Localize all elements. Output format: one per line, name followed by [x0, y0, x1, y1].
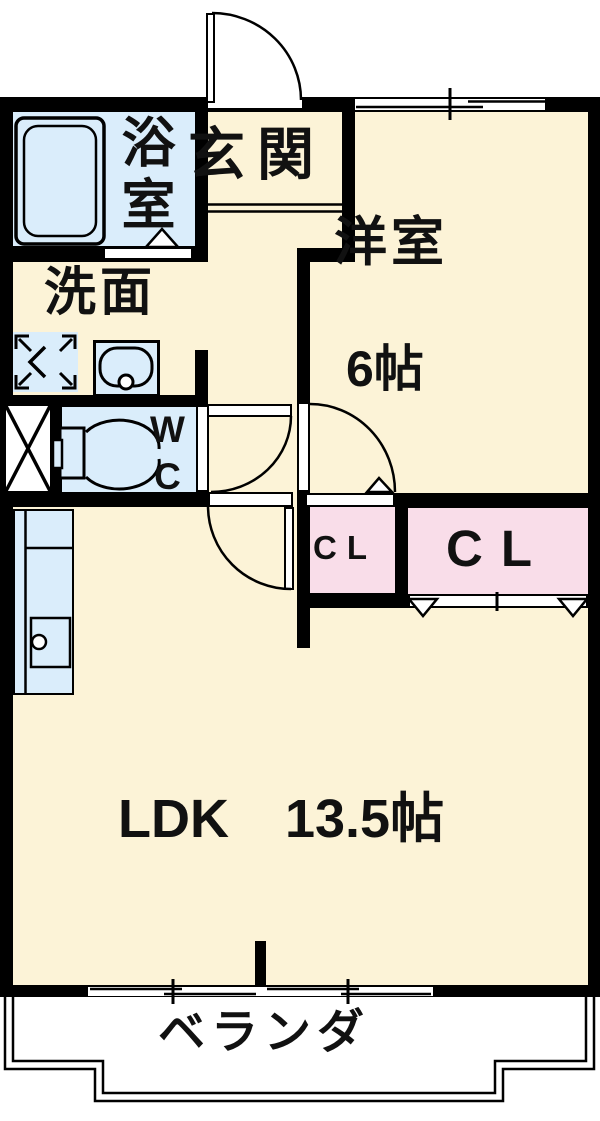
- wall-closet-left-bottom: [297, 593, 408, 608]
- bathroom-label: 浴室: [113, 114, 173, 238]
- closet-left-floor: [305, 507, 395, 594]
- wc-door-opening: [196, 405, 209, 492]
- veranda-label: ベランダ: [158, 1005, 370, 1058]
- wall-jog: [297, 248, 355, 262]
- western-room-size-label: 6帖: [346, 341, 424, 397]
- closet-right-folding-door: [408, 594, 588, 608]
- ldk-label-row: LDK 13.5帖: [118, 792, 444, 846]
- closet-left-label: CL: [313, 529, 377, 566]
- closet-right-label: CL: [446, 520, 550, 577]
- wall-window-stub: [255, 941, 266, 991]
- wall-hall-stub: [195, 350, 208, 407]
- entrance-door-arc: [211, 11, 303, 101]
- wall-entrance-right: [342, 112, 355, 262]
- wall-hall-ldk: [0, 492, 208, 507]
- wall-hall-west-lower: [297, 492, 310, 648]
- ldk-door-opening: [208, 492, 293, 507]
- entrance-opening: [208, 97, 302, 110]
- closet-right-floor: [408, 508, 588, 595]
- kitchen-counter: [13, 509, 74, 695]
- ldk-windows-band: [88, 987, 433, 996]
- entrance-door-leaf: [206, 13, 215, 103]
- wall-left: [0, 97, 13, 997]
- western-room-label: 洋室: [334, 213, 448, 272]
- western-room-door-leaf: [297, 402, 310, 492]
- wall-closet-divider: [395, 493, 408, 608]
- ldk-door-leaf: [284, 507, 294, 590]
- ldk-size-label: 13.5帖: [284, 789, 445, 849]
- entrance-label: 玄関: [188, 123, 326, 187]
- bathroom-door: [103, 247, 193, 260]
- washbasin-unit: [93, 340, 160, 397]
- washroom-label: 洗面: [44, 264, 157, 322]
- ldk-label: LDK: [118, 789, 229, 849]
- toilet-label: WC: [147, 409, 188, 503]
- washing-machine-area: [13, 332, 78, 392]
- wall-bathroom-right: [195, 112, 208, 262]
- wall-right: [588, 97, 600, 997]
- wc-door-leaf: [207, 404, 292, 417]
- pipe-shaft-box: [4, 404, 52, 493]
- wall-western-bottom: [395, 493, 588, 508]
- western-room-window: [355, 99, 545, 110]
- wall-western-west-upper: [297, 262, 310, 403]
- closet-left-opening: [305, 493, 395, 507]
